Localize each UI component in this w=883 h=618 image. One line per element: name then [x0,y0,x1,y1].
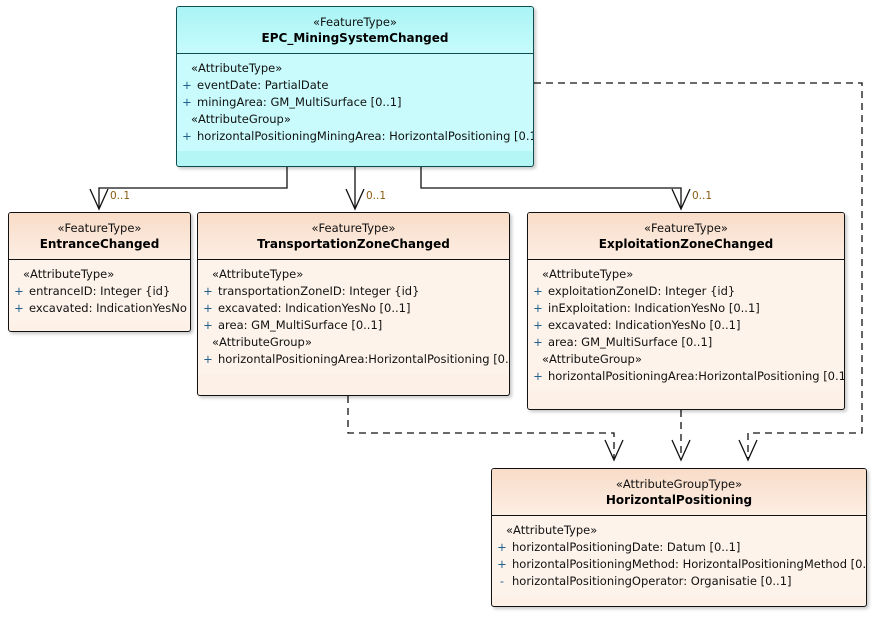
attribute-row: + area: GM_MultiSurface [0..1] [528,334,844,351]
attribute-row: + horizontalPositioningMiningArea: Horiz… [177,128,533,145]
arrowhead-dependency-root [738,439,758,462]
attribute-group-label: «AttributeType» [191,61,283,75]
class-name: EntranceChanged [39,237,160,251]
class-stereotype: «AttributeGroupType» [615,477,743,491]
attribute-text: horizontalPositioningArea:HorizontalPosi… [218,352,510,366]
visibility-marker: + [14,301,24,315]
attribute-row: + exploitationZoneID: Integer {id} [528,283,844,300]
class-header-entrancechanged: «FeatureType» EntranceChanged [9,213,190,260]
attribute-text: transportationZoneID: Integer {id} [218,284,420,298]
class-body-transportationzonechanged: «AttributeType» + transportationZoneID: … [198,260,509,374]
visibility-marker: + [533,335,543,349]
connector-root-to-exploitation [420,167,682,208]
class-header-horizontalpositioning: «AttributeGroupType» HorizontalPositioni… [492,469,866,516]
class-body-exploitationzonechanged: «AttributeType» + exploitationZoneID: In… [528,260,844,391]
attribute-row: + transportationZoneID: Integer {id} [198,283,509,300]
class-body-entrancechanged: «AttributeType» + entranceID: Integer {i… [9,260,190,323]
class-header-transportationzonechanged: «FeatureType» TransportationZoneChanged [198,213,509,260]
class-stereotype: «FeatureType» [313,15,397,29]
class-body-epc-miningsystemchanged: «AttributeType» + eventDate: PartialDate… [177,54,533,151]
attribute-text: eventDate: PartialDate [197,78,329,92]
class-name: TransportationZoneChanged [257,237,450,251]
class-header-exploitationzonechanged: «FeatureType» ExploitationZoneChanged [528,213,844,260]
arrowhead-dependency-transportation [604,439,624,462]
visibility-marker: + [182,129,192,143]
class-body-horizontalpositioning: «AttributeType» + horizontalPositioningD… [492,516,866,596]
attribute-group-label: «AttributeType» [506,523,598,537]
arrowhead-exploitation [671,188,691,211]
multiplicity-transportation: 0..1 [366,190,387,202]
attribute-row: + inExploitation: IndicationYesNo [0..1] [528,300,844,317]
attribute-row: + excavated: IndicationYesNo [0..1] [198,300,509,317]
attribute-row: - horizontalPositioningOperator: Organis… [492,573,866,590]
attribute-group-label: «AttributeType» [23,267,115,281]
attribute-row: + horizontalPositioningDate: Datum [0..1… [492,539,866,556]
class-stereotype: «FeatureType» [57,221,142,235]
attribute-group-label: «AttributeType» [212,267,304,281]
class-box-entrancechanged[interactable]: «FeatureType» EntranceChanged «Attribute… [8,212,191,332]
multiplicity-entrance: 0..1 [110,190,131,202]
class-name: ExploitationZoneChanged [598,237,774,251]
visibility-marker: + [182,95,192,109]
visibility-marker: + [203,318,213,332]
class-box-horizontalpositioning[interactable]: «AttributeGroupType» HorizontalPositioni… [491,468,867,607]
visibility-marker: + [203,284,213,298]
class-stereotype: «FeatureType» [311,221,396,235]
attribute-row: + miningArea: GM_MultiSurface [0..1] [177,94,533,111]
visibility-marker: + [182,78,192,92]
visibility-marker: + [497,557,507,571]
attribute-group-label: «AttributeGroup» [191,112,291,126]
attribute-text: horizontalPositioningMiningArea: Horizon… [197,129,534,143]
attribute-text: excavated: IndicationYesNo [0..1] [218,301,411,315]
attribute-row: + horizontalPositioningArea:HorizontalPo… [528,368,844,385]
class-name: HorizontalPositioning [605,493,753,507]
class-box-transportationzonechanged[interactable]: «FeatureType» TransportationZoneChanged … [197,212,510,396]
attribute-text: horizontalPositioningOperator: Organisat… [512,574,792,588]
multiplicity-exploitation: 0..1 [692,190,713,202]
class-stereotype: «FeatureType» [644,221,728,235]
attribute-row: + excavated: IndicationYesNo [0..1] [528,317,844,334]
visibility-marker: + [14,284,24,298]
visibility-marker: + [533,284,543,298]
visibility-marker: + [533,369,543,383]
attribute-text: inExploitation: IndicationYesNo [0..1] [548,301,760,315]
attribute-text: miningArea: GM_MultiSurface [0..1] [197,95,402,109]
arrowhead-entrance [89,188,109,211]
arrowhead-transportation [345,188,365,211]
attribute-text: excavated: IndicationYesNo [0..1] [548,318,741,332]
attribute-text: entranceID: Integer {id} [29,284,171,298]
visibility-marker: + [203,352,213,366]
class-header-epc-miningsystemchanged: «FeatureType» EPC_MiningSystemChanged [177,7,533,54]
attribute-text: area: GM_MultiSurface [0..1] [218,318,383,332]
attribute-row: + entranceID: Integer {id} [9,283,190,300]
attribute-group-label: «AttributeType» [542,267,634,281]
attribute-text: horizontalPositioningArea:HorizontalPosi… [548,369,845,383]
visibility-marker: - [499,574,505,588]
class-box-exploitationzonechanged[interactable]: «FeatureType» ExploitationZoneChanged «A… [527,212,845,410]
attribute-row: + excavated: IndicationYesNo [9,300,190,317]
attribute-text: exploitationZoneID: Integer {id} [548,284,736,298]
visibility-marker: + [533,318,543,332]
attribute-row: + horizontalPositioningArea:HorizontalPo… [198,351,509,368]
attribute-text: excavated: IndicationYesNo [29,301,187,315]
attribute-row: + horizontalPositioningMethod: Horizonta… [492,556,866,573]
attribute-row: + eventDate: PartialDate [177,77,533,94]
attribute-text: horizontalPositioningDate: Datum [0..1] [512,540,741,554]
attribute-group-label: «AttributeGroup» [212,335,312,349]
attribute-row: + area: GM_MultiSurface [0..1] [198,317,509,334]
class-box-epc-miningsystemchanged[interactable]: «FeatureType» EPC_MiningSystemChanged «A… [176,6,534,167]
visibility-marker: + [533,301,543,315]
attribute-text: horizontalPositioningMethod: HorizontalP… [512,557,867,571]
attribute-group-label: «AttributeGroup» [542,352,642,366]
arrowhead-dependency-exploitation [671,439,691,462]
visibility-marker: + [497,540,507,554]
attribute-text: area: GM_MultiSurface [0..1] [548,335,713,349]
visibility-marker: + [203,301,213,315]
class-name: EPC_MiningSystemChanged [261,31,449,45]
